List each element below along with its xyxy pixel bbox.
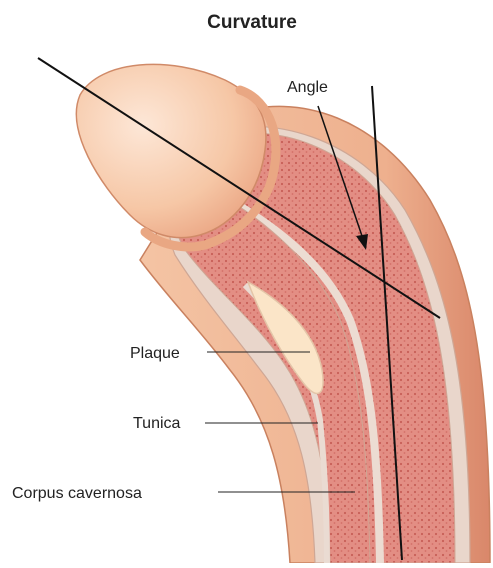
plaque-label: Plaque <box>130 345 180 362</box>
tunica-label: Tunica <box>133 415 181 432</box>
corpus-label: Corpus cavernosa <box>12 485 142 502</box>
angle-label: Angle <box>287 79 328 96</box>
diagram-title: Curvature <box>207 12 297 33</box>
